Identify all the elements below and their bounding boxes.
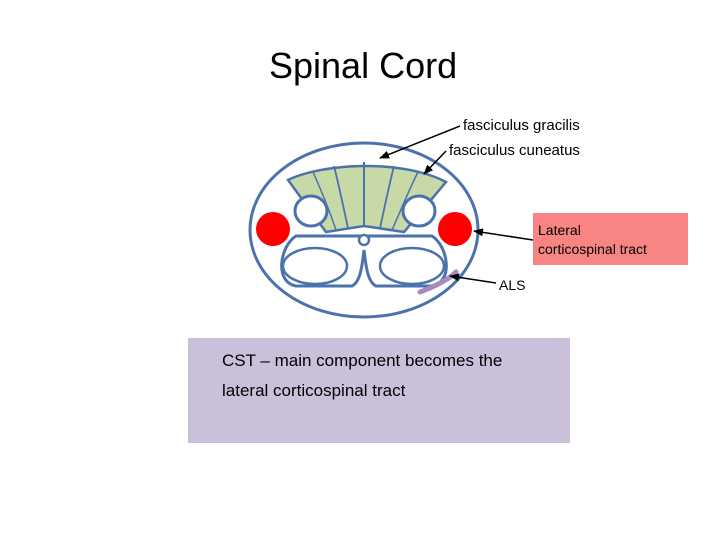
column-divider: [379, 165, 395, 229]
label-lateral-cst-line1: Lateral: [538, 222, 581, 238]
arrow-als: [449, 273, 497, 284]
lateral-corticospinal-tract-right: [438, 212, 472, 246]
column-divider: [391, 171, 419, 231]
arrow-lateral-cst: [473, 228, 534, 241]
column-divider: [312, 171, 337, 231]
arrow-fasciculus-cuneatus: [423, 150, 447, 175]
dorsal-horn-left: [293, 194, 329, 228]
ventral-horn-left: [281, 246, 349, 286]
slide-title: Spinal Cord: [269, 45, 458, 86]
note-box: [188, 338, 570, 443]
label-als: ALS: [499, 277, 526, 293]
label-lateral-cst: Lateral corticospinal tract: [538, 221, 647, 259]
label-fasciculus-gracilis: fasciculus gracilis: [463, 117, 580, 134]
column-divider: [333, 165, 349, 229]
central-canal: [357, 233, 371, 247]
note-text: CST – main component becomes the lateral…: [222, 346, 502, 406]
ventral-horn-right: [378, 246, 446, 286]
label-lateral-cst-line2: corticospinal tract: [538, 241, 647, 257]
note-line2: lateral corticospinal tract: [222, 381, 406, 400]
label-fasciculus-cuneatus: fasciculus cuneatus: [449, 142, 580, 159]
lateral-corticospinal-tract-left: [256, 212, 290, 246]
arrow-fasciculus-gracilis: [379, 125, 461, 159]
dorsal-horn-right: [401, 194, 437, 228]
note-line1: CST – main component becomes the: [222, 351, 503, 370]
lateral-cst-label-box: [533, 213, 688, 265]
